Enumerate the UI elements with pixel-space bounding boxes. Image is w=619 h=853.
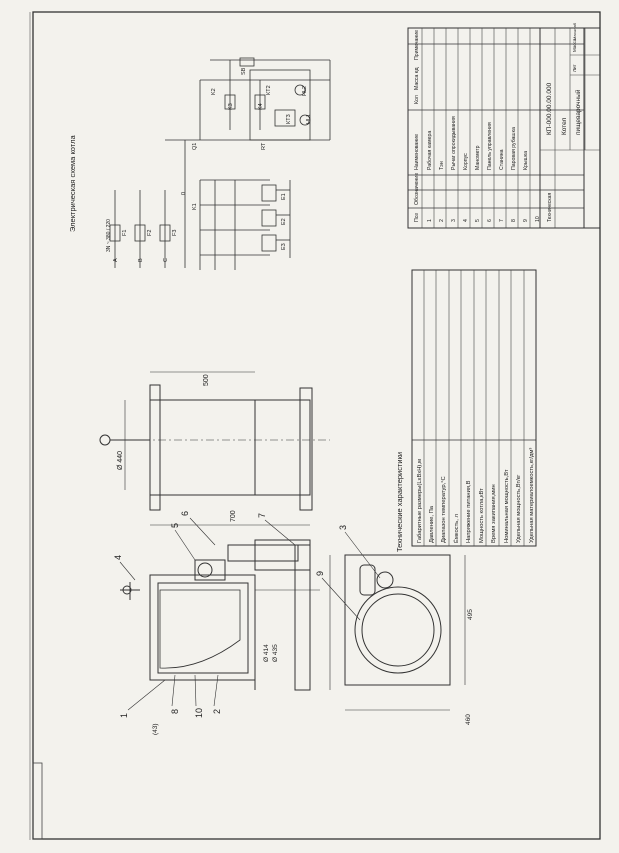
title-mass: Масса <box>572 38 577 52</box>
dim-d-inner1: Ø 414 <box>263 644 270 662</box>
svg-text:КТ2: КТ2 <box>266 85 272 95</box>
svg-text:K1: K1 <box>192 203 198 210</box>
spec-row-name: Рычаг опрокидывания <box>451 116 457 170</box>
sheet-frame <box>32 11 601 840</box>
spec-row-name: Тэн <box>439 161 445 170</box>
spec-row-pos: 4 <box>463 219 469 222</box>
title-block: КП-000.00.00.000 Котел пищеварочный Техн… <box>539 22 601 229</box>
tech-table: Габаритные размеры(LxBxH),м Давление, Па… <box>411 269 537 547</box>
spec-header-pos: Поз <box>414 212 420 222</box>
svg-text:C: C <box>163 258 169 262</box>
spec-header-mass: Масса ед <box>414 67 420 90</box>
svg-text:K2: K2 <box>211 88 217 95</box>
schema-title: Электрическая схема котла <box>68 135 77 232</box>
spec-row-name: Рабочая камера <box>427 131 433 170</box>
callouts <box>119 517 381 711</box>
title-code: КП-000.00.00.000 <box>546 82 553 135</box>
svg-text:0: 0 <box>181 192 187 195</box>
svg-text:K3: K3 <box>228 103 234 110</box>
spec-row-name: Паровая рубашка <box>511 127 517 170</box>
spec-header-code: Обозначение <box>414 173 420 205</box>
title-doc-label: Техническая <box>547 193 553 222</box>
title-name: Котел <box>561 117 568 135</box>
svg-text:A: A <box>113 258 119 262</box>
svg-text:E1: E1 <box>281 193 287 200</box>
tech-row-label: Диапазон температур,°С <box>441 476 447 543</box>
spec-row-name: Крышка <box>523 151 529 170</box>
spec-row-pos: 10 <box>535 216 541 222</box>
side-view <box>99 371 330 526</box>
dim-d-inner2: Ø 435 <box>272 644 279 662</box>
svg-text:RT: RT <box>261 142 267 150</box>
spec-header-note: Примечание <box>414 30 420 60</box>
title-lit: Лит <box>572 64 577 72</box>
svg-text:HL2: HL2 <box>302 86 308 96</box>
svg-text:HL1: HL1 <box>306 114 312 124</box>
electric-circuit <box>109 57 331 270</box>
spec-row-pos: 3 <box>451 219 457 222</box>
svg-text:3N ~ 380 / 220: 3N ~ 380 / 220 <box>106 219 112 252</box>
callout-6: 6 <box>180 511 190 516</box>
svg-text:E2: E2 <box>281 218 287 225</box>
title-scale: Масштаб <box>572 22 577 40</box>
callout-1: 1 <box>119 713 129 718</box>
dim-d-side: Ø 440 <box>117 451 124 470</box>
spec-row-name: Манометр <box>475 145 481 170</box>
spec-row-name: Корпус <box>463 153 469 170</box>
callout-9: 9 <box>315 571 325 576</box>
tech-row-label: Напряжение питания,В <box>466 480 472 543</box>
svg-text:K4: K4 <box>258 103 264 110</box>
svg-text:F2: F2 <box>147 230 153 236</box>
spec-rows: 1 Рабочая камера 2 Тэн 3 Рычаг опрокидыв… <box>427 116 541 222</box>
spec-row-pos: 1 <box>427 219 433 222</box>
spec-header-qty: Кол <box>414 95 420 104</box>
svg-text:E3: E3 <box>281 243 287 250</box>
title-sub: пищеварочный <box>574 89 582 135</box>
front-section-view <box>120 539 466 711</box>
svg-text:B: B <box>138 258 144 262</box>
front-dims: Ø 414 Ø 435 (43) 460 495 <box>152 609 474 735</box>
callout-3: 3 <box>338 525 348 530</box>
dim-h-plan: 495 <box>467 609 474 620</box>
dim-w-plan: 460 <box>465 714 472 725</box>
dim-h-side: 700 <box>230 510 237 522</box>
spec-row-name: Станина <box>499 149 505 170</box>
svg-text:F3: F3 <box>172 230 178 236</box>
circuit-labels: 3N ~ 380 / 220 A B C 0 F1 F2 F3 K1 K2 K3… <box>106 67 312 262</box>
tech-row-label: Габаритные размеры(LxBxH),м <box>417 459 423 543</box>
tech-row-label: Удельная материалоемкость,кг/дм³ <box>529 448 535 543</box>
spec-row-pos: 8 <box>511 219 517 222</box>
tech-row-label: Ёмкость, л <box>453 514 460 543</box>
spec-header-name: Наименование <box>414 134 420 170</box>
callout-10: 10 <box>194 708 204 718</box>
svg-text:КТ3: КТ3 <box>286 114 292 124</box>
dim-h-front: (43) <box>152 723 159 735</box>
tech-row-label: Номинальная мощность,Вт <box>504 469 510 543</box>
spec-row-pos: 7 <box>499 219 505 222</box>
spec-row-name: Панель управления <box>487 122 493 170</box>
svg-text:Q1: Q1 <box>192 143 198 150</box>
tech-row-label: Мощность котла,кВт <box>479 488 485 543</box>
callout-5: 5 <box>170 523 180 528</box>
spec-row-pos: 5 <box>475 219 481 222</box>
spec-row-pos: 2 <box>439 219 445 222</box>
svg-text:F1: F1 <box>122 230 128 236</box>
spec-row-pos: 9 <box>523 219 529 222</box>
margin-stamp-box <box>32 762 43 840</box>
tech-row-label: Удельная мощность,Вт/кг <box>516 475 522 543</box>
callout-7: 7 <box>257 513 267 518</box>
callout-8: 8 <box>170 709 180 714</box>
callout-4: 4 <box>113 555 123 560</box>
tech-title: Технические характеристики <box>395 452 404 552</box>
spec-table: Поз Обозначение Наименование Кол Масса е… <box>407 27 585 229</box>
tech-row-label: Давление, Па <box>429 505 435 543</box>
spec-row-pos: 6 <box>487 219 493 222</box>
tech-row-label: Время закипания,мин <box>491 484 497 543</box>
dim-h-inner: 500 <box>203 374 210 386</box>
svg-text:SB: SB <box>241 67 247 75</box>
callout-2: 2 <box>212 709 222 714</box>
